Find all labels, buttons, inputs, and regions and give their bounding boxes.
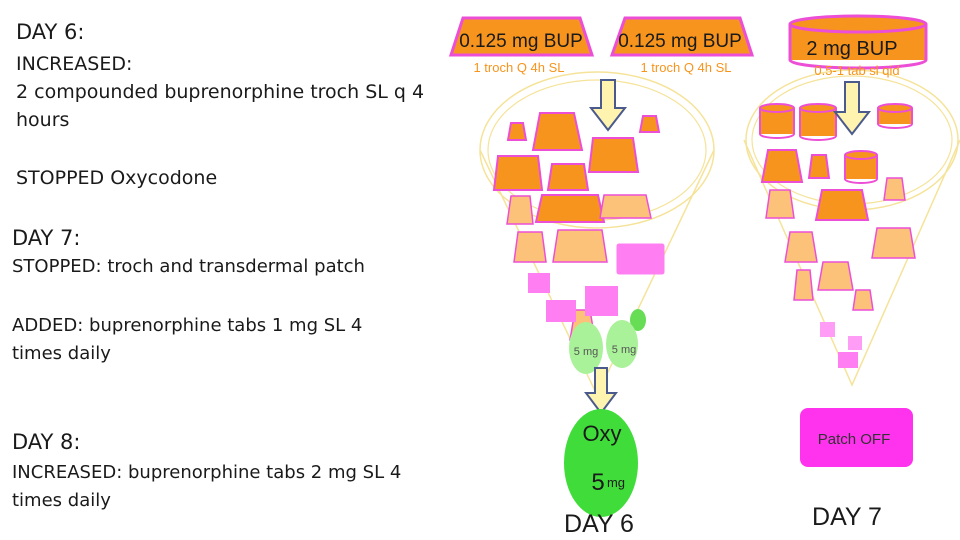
- mini-tab-cylinder: [844, 150, 878, 184]
- day8-heading: DAY 8:: [12, 430, 81, 454]
- day8-times-daily: times daily: [12, 490, 111, 511]
- troch-piece: [531, 112, 584, 151]
- troch-piece: [852, 289, 874, 311]
- troch-2-label: 0.125 mg BUP: [618, 31, 742, 52]
- day6-stopped-oxycodone: STOPPED Oxycodone: [16, 167, 218, 189]
- troch-1-label: 0.125 mg BUP: [459, 31, 583, 52]
- troch-piece: [506, 195, 534, 225]
- bup-tab-sub: 0.5-1 tab sl qid: [814, 63, 899, 78]
- troch-2-shape: [609, 16, 755, 57]
- troch-piece: [814, 189, 870, 221]
- oxy-pill: [630, 309, 646, 331]
- day7-caption: DAY 7: [812, 503, 882, 531]
- troch-piece: [883, 177, 906, 201]
- day6-cone-rim-outer: [479, 71, 715, 229]
- oxy-word: Oxy: [582, 421, 621, 446]
- small-oxy-label-2: 5 mg: [612, 344, 636, 356]
- day6-caption: DAY 6: [564, 510, 634, 538]
- mini-tab-cylinder: [877, 103, 913, 129]
- troch-piece: [760, 149, 804, 183]
- day6-hours-line: hours: [16, 109, 70, 131]
- small-oxy-label-1: 5 mg: [574, 346, 598, 358]
- troch-piece: [784, 231, 818, 263]
- mini-tab-cylinder: [799, 103, 837, 141]
- troch-piece: [793, 269, 814, 301]
- patch-square: [820, 322, 835, 337]
- bup-tab-outline: [788, 24, 928, 70]
- troch-piece: [492, 155, 544, 191]
- troch-piece: [506, 122, 528, 141]
- arrow-down-icon: [584, 367, 618, 415]
- troch-piece: [513, 231, 547, 263]
- patch-off: Patch OFF: [800, 408, 913, 467]
- day7-cone-outline: [743, 139, 960, 387]
- troch-1-sub: 1 troch Q 4h SL: [473, 60, 564, 75]
- oxy-dose-number: 5: [591, 469, 604, 496]
- troch-piece: [546, 163, 590, 191]
- troch-2-sub: 1 troch Q 4h SL: [640, 60, 731, 75]
- arrow-down-icon: [832, 81, 872, 136]
- day6-increased-label: INCREASED:: [16, 53, 133, 75]
- troch-piece: [534, 194, 606, 223]
- mini-tab-cylinder: [759, 103, 795, 139]
- troch-piece: [871, 227, 916, 259]
- troch-piece: [552, 229, 608, 263]
- day7-added-line: ADDED: buprenorphine tabs 1 mg SL 4: [12, 315, 363, 336]
- oxy-pill: [569, 322, 603, 374]
- troch-piece: [817, 261, 854, 291]
- troch-2: 0.125 mg BUP 1 troch Q 4h SL: [609, 16, 755, 75]
- troch-piece: [587, 137, 640, 173]
- day8-increased-line: INCREASED: buprenorphine tabs 2 mg SL 4: [12, 462, 402, 483]
- bup-tab-cylinder: 2 mg BUP 0.5-1 tab sl qid: [788, 14, 928, 78]
- oxy-pill: [606, 320, 638, 368]
- troch-piece: [765, 189, 795, 219]
- patch-off-label: Patch OFF: [818, 431, 891, 448]
- bup-tab-top: [788, 14, 928, 34]
- day6-cone-contents: 5 mg 5 mg: [492, 112, 665, 374]
- troch-1: 0.125 mg BUP 1 troch Q 4h SL: [448, 16, 595, 75]
- patch-square: [585, 286, 618, 316]
- patch-off-box: [800, 408, 913, 467]
- patch-square: [616, 243, 665, 275]
- day6-troch-line: 2 compounded buprenorphine troch SL q 4: [16, 81, 425, 103]
- oxy-big-pill: Oxy 5 mg: [564, 409, 638, 517]
- day7-cone-contents: [759, 103, 916, 368]
- troch-piece: [807, 154, 831, 179]
- patch-square: [528, 273, 550, 293]
- patch-square: [848, 336, 862, 350]
- troch-1-shape: [448, 16, 595, 57]
- arrow-down-icon: [588, 79, 628, 132]
- troch-piece: [599, 194, 652, 219]
- oxy-big-pill-shape: [564, 409, 638, 517]
- day6-heading: DAY 6:: [16, 20, 85, 44]
- troch-piece: [638, 115, 661, 133]
- day7-stopped-line: STOPPED: troch and transdermal patch: [12, 256, 365, 277]
- bup-tab-label: 2 mg BUP: [806, 38, 897, 60]
- patch-square: [838, 352, 858, 368]
- patch-square: [546, 300, 576, 322]
- day7-times-daily: times daily: [12, 343, 111, 364]
- day7-heading: DAY 7:: [12, 226, 81, 250]
- oxy-dose-unit: mg: [607, 475, 625, 490]
